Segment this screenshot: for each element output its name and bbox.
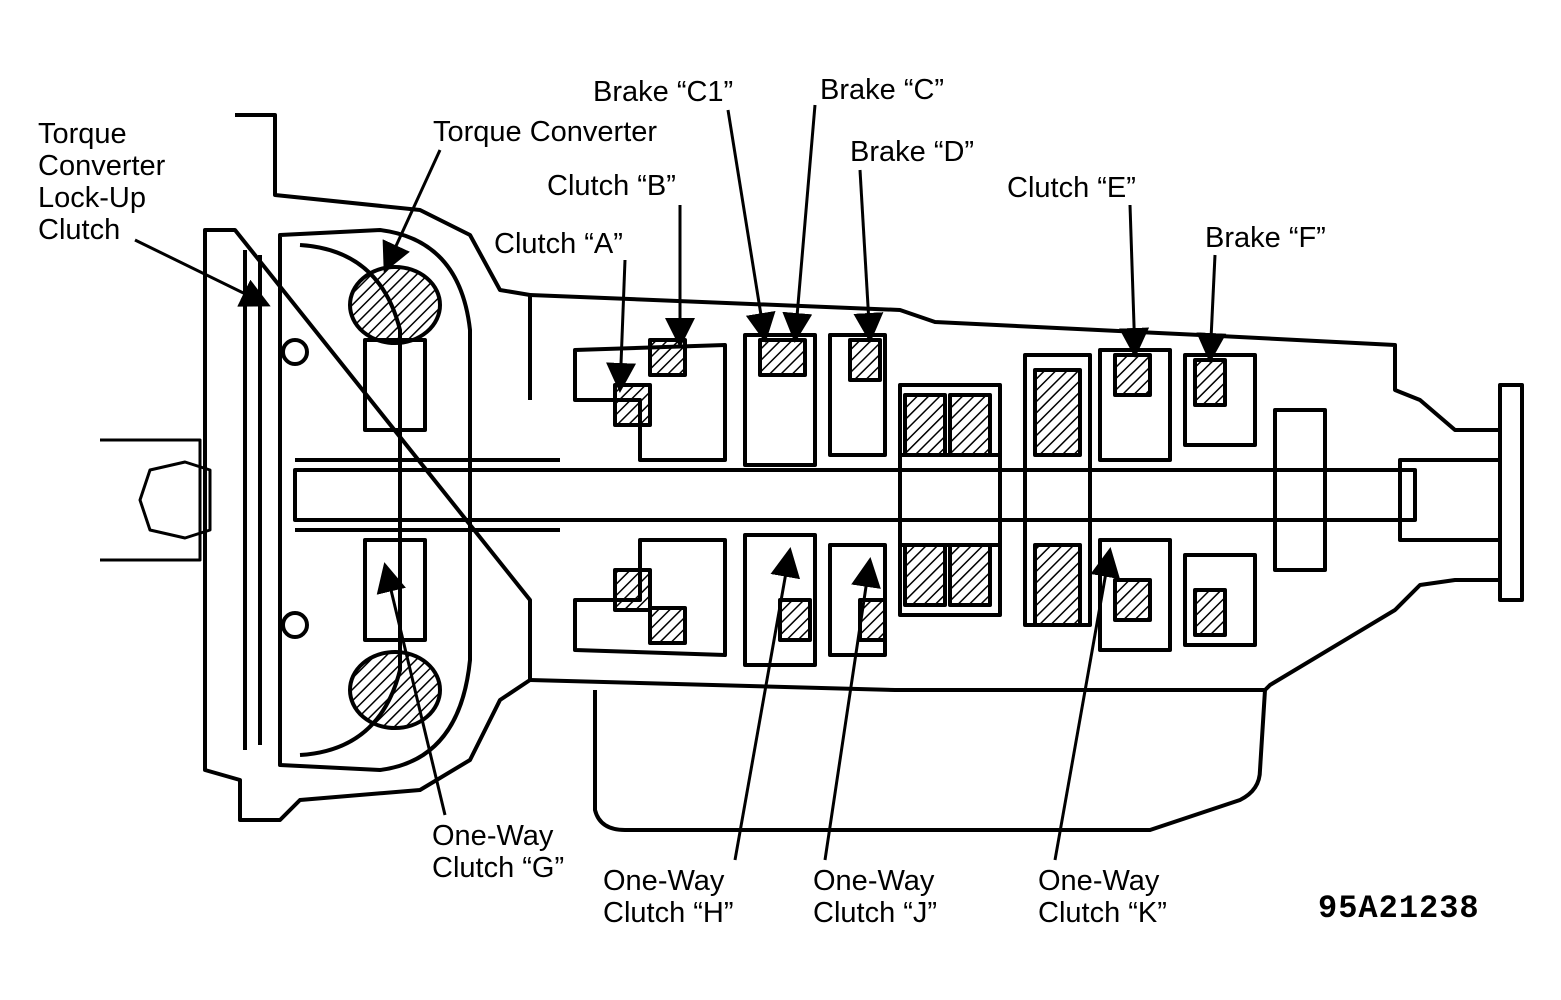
torque-converter-drawing — [243, 228, 472, 772]
leader-brake-d — [853, 169, 884, 343]
label-brake-c: Brake “C” — [820, 74, 945, 106]
label-clutch-a: Clutch “A” — [494, 228, 623, 260]
oil-pan — [593, 689, 1267, 832]
leader-lockup-clutch — [134, 238, 271, 307]
leader-owc-h — [733, 547, 801, 861]
input-shaft-stub — [100, 438, 202, 562]
output-flange — [1498, 383, 1524, 602]
leader-owc-g — [376, 562, 447, 816]
label-owc-h: One-Way Clutch “H” — [603, 865, 734, 929]
label-torque-converter: Torque Converter — [433, 116, 658, 148]
figure-id: 95A21238 — [1318, 890, 1480, 927]
leader-brake-c1 — [726, 109, 776, 343]
label-brake-d: Brake “D” — [850, 136, 975, 168]
leader-owc-k — [1053, 547, 1121, 861]
planetary-gear-set-front — [898, 383, 1002, 617]
leader-brake-c — [782, 104, 817, 343]
label-clutch-e: Clutch “E” — [1007, 172, 1136, 204]
label-owc-j: One-Way Clutch “J” — [813, 865, 938, 929]
leader-brake-f — [1196, 254, 1227, 363]
main-shaft — [293, 468, 1417, 522]
clutch-ab-assembly — [573, 338, 727, 657]
leader-clutch-a — [606, 259, 637, 393]
label-owc-k: One-Way Clutch “K” — [1038, 865, 1167, 929]
label-lockup-clutch: Torque Converter Lock-Up Clutch — [38, 118, 166, 246]
label-brake-f: Brake “F” — [1205, 222, 1326, 254]
label-brake-c1: Brake “C1” — [593, 76, 734, 108]
bell-housing — [203, 113, 532, 822]
leader-torque-converter — [382, 149, 442, 273]
planetary-gear-set-rear — [1023, 353, 1092, 627]
clutch-e-brake-f-assembly — [1098, 348, 1257, 652]
leader-owc-j — [823, 557, 881, 861]
main-case — [529, 293, 1500, 692]
leader-clutch-e — [1119, 204, 1150, 358]
brake-c-d-assembly — [743, 333, 887, 667]
label-clutch-b: Clutch “B” — [547, 170, 676, 202]
label-owc-g: One-Way Clutch “G” — [432, 820, 565, 884]
